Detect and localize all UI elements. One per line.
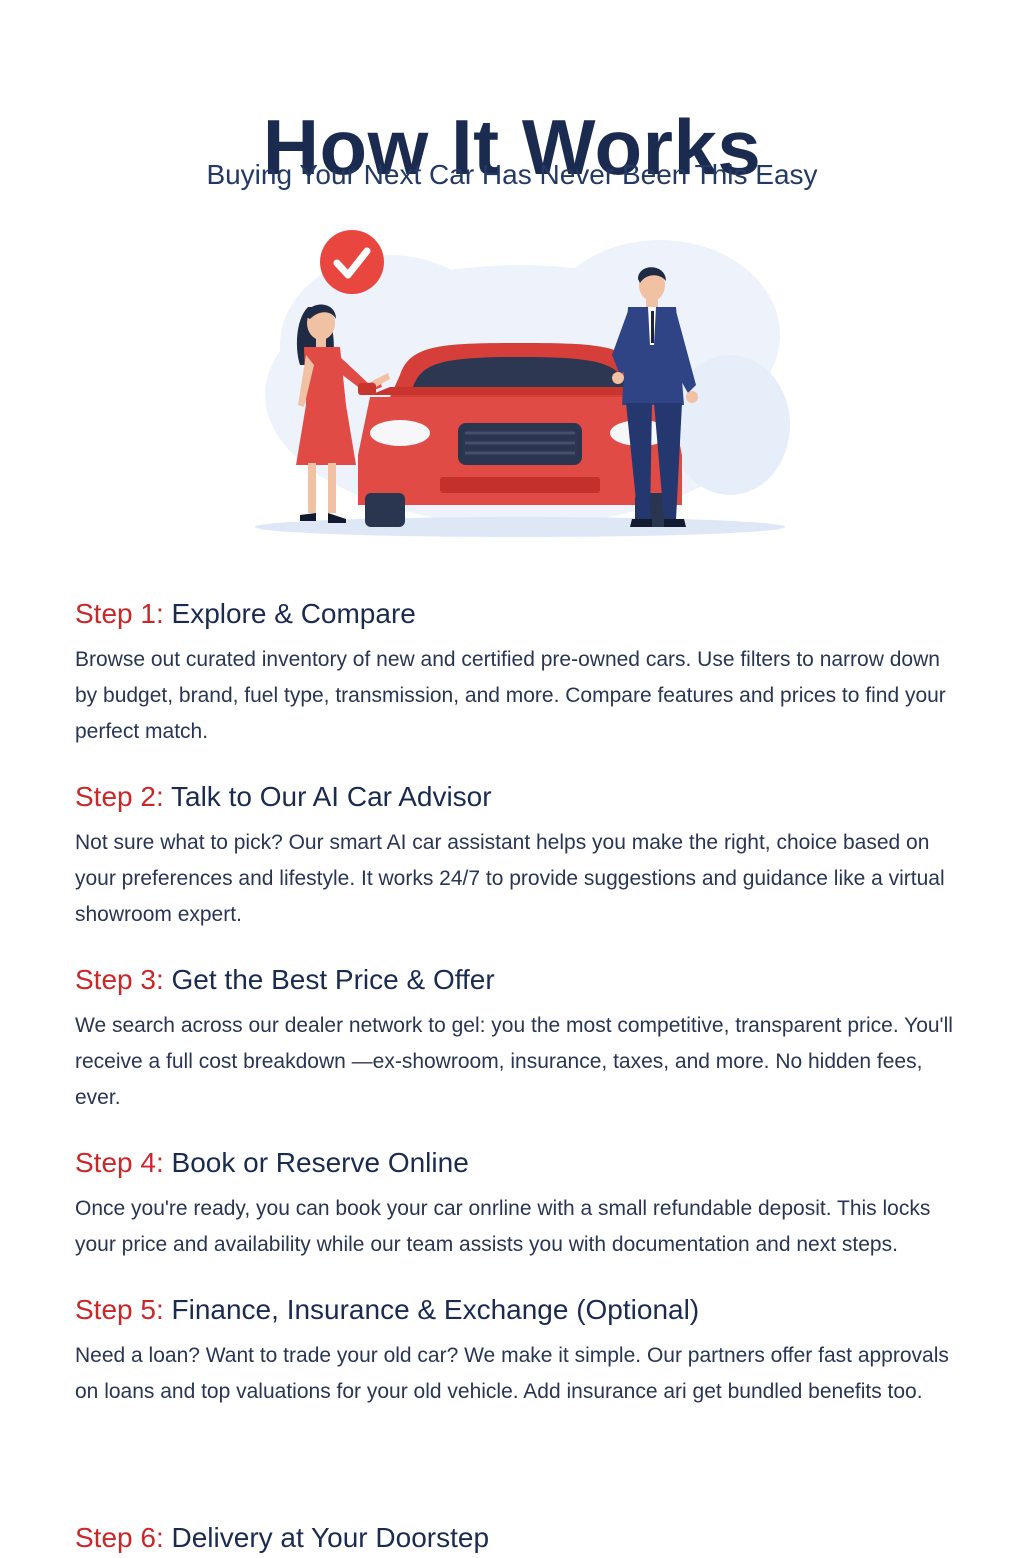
step-number: Step 4: [75,1147,164,1178]
step-heading: Step 4: Book or Reserve Online [75,1143,965,1183]
step-item-3: Step 3: Get the Best Price & Offer We se… [75,960,965,1116]
step-description: Not sure what to pick? Our smart AI car … [75,831,945,926]
woman-figure-icon [296,304,390,523]
step-number: Step 6: [75,1522,164,1553]
step-description: We search across our dealer network to g… [75,1014,953,1109]
step-description: Browse out curated inventory of new and … [75,648,946,743]
red-car-icon [358,343,682,527]
page-subtitle: Buying Your Next Car Has Never Been This… [206,159,818,190]
steps-list: Step 1: Explore & Compare Browse out cur… [75,594,965,1437]
step-title: Get the Best Price & Offer [171,964,495,995]
step-item-5: Step 5: Finance, Insurance & Exchange (O… [75,1290,965,1410]
step-heading: Step 3: Get the Best Price & Offer [75,960,965,1000]
step-item-6-partial: Step 6: Delivery at Your Doorstep [75,1518,489,1558]
step-heading: Step 1: Explore & Compare [75,594,965,634]
step-number: Step 3: [75,964,164,995]
step-title: Explore & Compare [171,598,416,629]
step-title: Book or Reserve Online [171,1147,469,1178]
check-badge-icon [320,230,384,294]
step-title: Delivery at Your Doorstep [171,1522,490,1553]
step-number: Step 1: [75,598,164,629]
step-title: Talk to Our AI Car Advisor [171,781,492,812]
step-description: Need a loan? Want to trade your old car?… [75,1344,949,1403]
salesman-figure-icon [612,267,698,527]
step-item-1: Step 1: Explore & Compare Browse out cur… [75,594,965,750]
step-title: Finance, Insurance & Exchange (Optional) [171,1294,700,1325]
step-item-4: Step 4: Book or Reserve Online Once you'… [75,1143,965,1263]
hero-illustration [255,230,790,537]
step-heading: Step 2: Talk to Our AI Car Advisor [75,777,965,817]
step-description: Once you're ready, you can book your car… [75,1197,931,1256]
step-number: Step 2: [75,781,164,812]
page-title: How It Works [262,103,762,192]
step-number: Step 5: [75,1294,164,1325]
step-heading: Step 5: Finance, Insurance & Exchange (O… [75,1290,965,1330]
step-item-2: Step 2: Talk to Our AI Car Advisor Not s… [75,777,965,933]
